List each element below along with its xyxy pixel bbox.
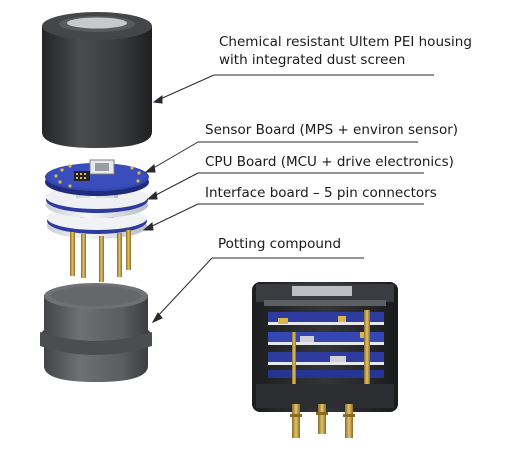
- potting-cylinder: [40, 283, 152, 382]
- leader-lines: [142, 74, 434, 324]
- label-potting: Potting compound: [218, 236, 342, 252]
- sensor-board: [45, 159, 149, 196]
- label-interface-board: Interface board – 5 pin connectors: [205, 185, 437, 201]
- dust-screen: [67, 17, 127, 29]
- label-housing: Chemical resistant Ultem PEI housing wit…: [219, 33, 472, 69]
- cutaway-view: [252, 282, 398, 438]
- label-housing-line2: with integrated dust screen: [219, 52, 406, 68]
- connector-pins: [70, 230, 131, 282]
- pcb-stack: [45, 159, 149, 282]
- label-sensor-board: Sensor Board (MPS + environ sensor): [205, 122, 459, 138]
- housing-cylinder: [42, 12, 152, 148]
- label-housing-line1: Chemical resistant Ultem PEI housing: [219, 34, 472, 50]
- label-cpu-board: CPU Board (MCU + drive electronics): [205, 154, 454, 170]
